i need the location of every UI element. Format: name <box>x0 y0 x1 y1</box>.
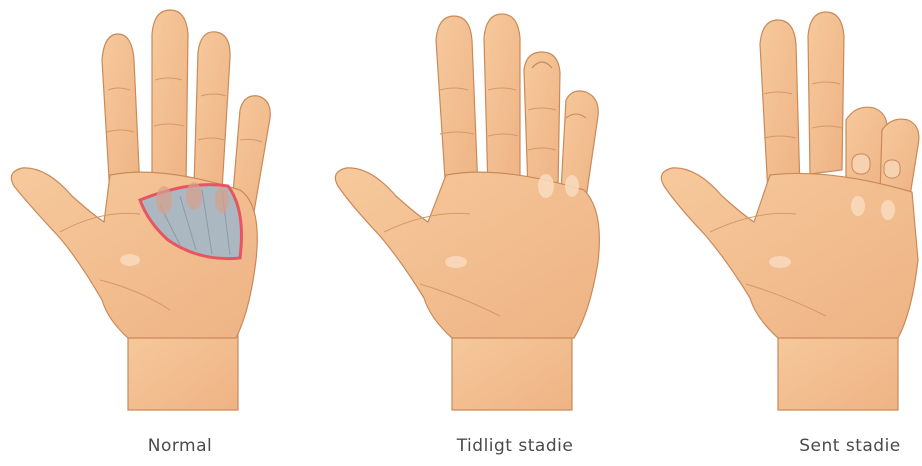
hand-late <box>661 12 919 410</box>
nodule-2-early <box>565 175 579 197</box>
finger-index-normal <box>102 34 140 195</box>
highlight-normal <box>120 254 140 266</box>
nodule-2-late <box>881 200 895 220</box>
caption-late-stage: Sent stadie <box>799 436 901 456</box>
tendon-ring <box>215 187 229 213</box>
hand-early <box>335 14 599 410</box>
wrist-normal <box>128 330 238 410</box>
nodule-1-late <box>851 196 865 216</box>
little-nail-late <box>884 160 900 178</box>
nodule-1-early <box>538 174 554 198</box>
highlight-late <box>769 256 791 268</box>
finger-index-late <box>760 20 800 194</box>
palm-late <box>661 168 918 338</box>
wrist-late <box>778 330 898 410</box>
wrist-early <box>452 330 572 410</box>
tendon-middle <box>186 182 202 210</box>
finger-middle-normal <box>152 10 188 188</box>
finger-middle-late <box>808 12 844 174</box>
caption-early-stage: Tidligt stadie <box>457 436 574 456</box>
palm-early <box>335 168 599 338</box>
highlight-early <box>445 256 467 268</box>
finger-middle-early <box>484 14 520 190</box>
ring-nail-late <box>852 154 870 174</box>
finger-ring-normal <box>194 32 230 190</box>
hand-normal <box>11 10 270 410</box>
caption-normal: Normal <box>148 436 213 456</box>
finger-ring-early <box>524 52 560 192</box>
tendon-index <box>156 186 172 214</box>
finger-index-early <box>436 16 478 194</box>
